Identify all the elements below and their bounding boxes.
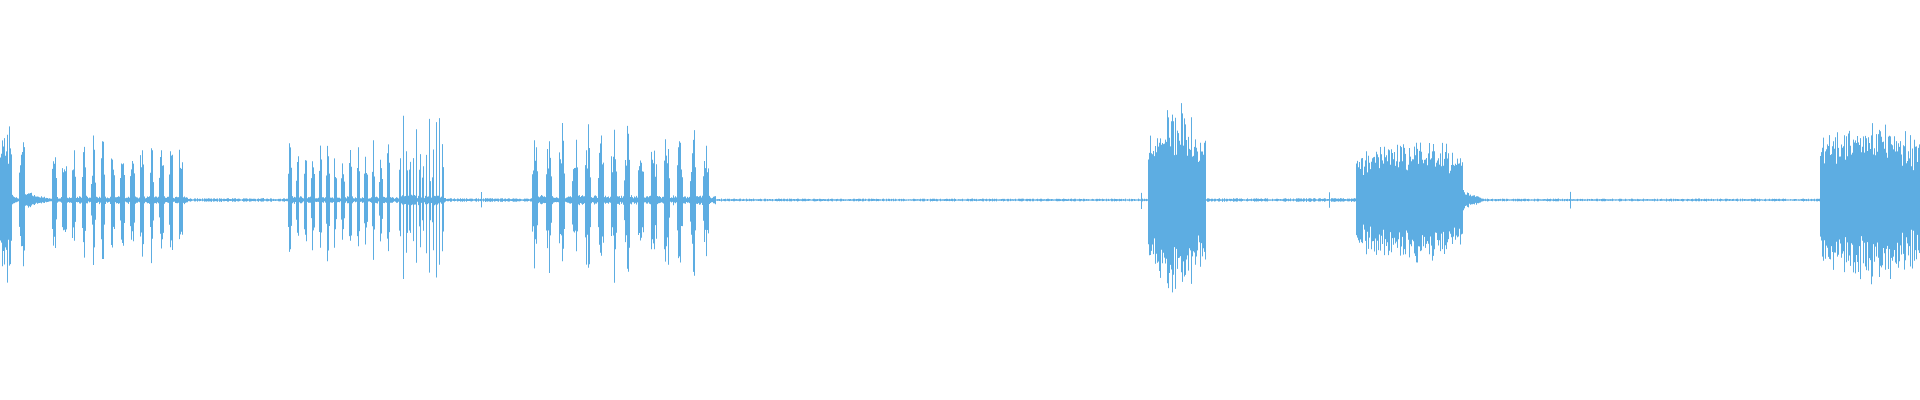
waveform-segment bbox=[1148, 103, 1206, 293]
waveform-peaks bbox=[188, 198, 288, 202]
waveform-segment bbox=[394, 197, 399, 203]
waveform-peaks bbox=[1463, 190, 1484, 211]
waveform-peaks bbox=[12, 194, 19, 205]
waveform-peaks bbox=[52, 135, 188, 265]
waveform-peaks bbox=[394, 197, 399, 203]
waveform-segment bbox=[532, 123, 716, 283]
waveform-segment bbox=[716, 192, 1148, 209]
waveform-segment bbox=[399, 115, 445, 279]
waveform-segment bbox=[445, 192, 532, 208]
waveform-peaks bbox=[0, 126, 12, 283]
waveform-peaks bbox=[1148, 103, 1206, 293]
waveform-peaks bbox=[1820, 123, 1920, 285]
waveform-segment bbox=[52, 135, 188, 265]
waveform-segment bbox=[25, 192, 52, 208]
waveform-peaks bbox=[25, 192, 52, 208]
waveform-segment bbox=[1820, 123, 1920, 285]
waveform-peaks bbox=[532, 123, 716, 283]
waveform-peaks bbox=[716, 192, 1148, 209]
waveform-segment bbox=[188, 198, 288, 202]
waveform-segment bbox=[12, 194, 19, 205]
waveform-segment bbox=[1206, 192, 1356, 208]
waveform-segment bbox=[1463, 190, 1484, 211]
waveform-segment bbox=[0, 126, 12, 283]
waveform-segment bbox=[19, 142, 25, 267]
waveform-peaks bbox=[1206, 192, 1356, 208]
waveform-peaks bbox=[1484, 191, 1820, 209]
waveform-peaks bbox=[19, 142, 25, 267]
waveform-segment bbox=[1356, 142, 1463, 263]
waveform-peaks bbox=[1356, 142, 1463, 263]
waveform-peaks bbox=[445, 192, 532, 208]
waveform-segment bbox=[288, 140, 394, 262]
waveform-peaks bbox=[399, 115, 445, 279]
waveform-peaks bbox=[288, 140, 394, 262]
waveform-segment bbox=[1484, 191, 1820, 209]
